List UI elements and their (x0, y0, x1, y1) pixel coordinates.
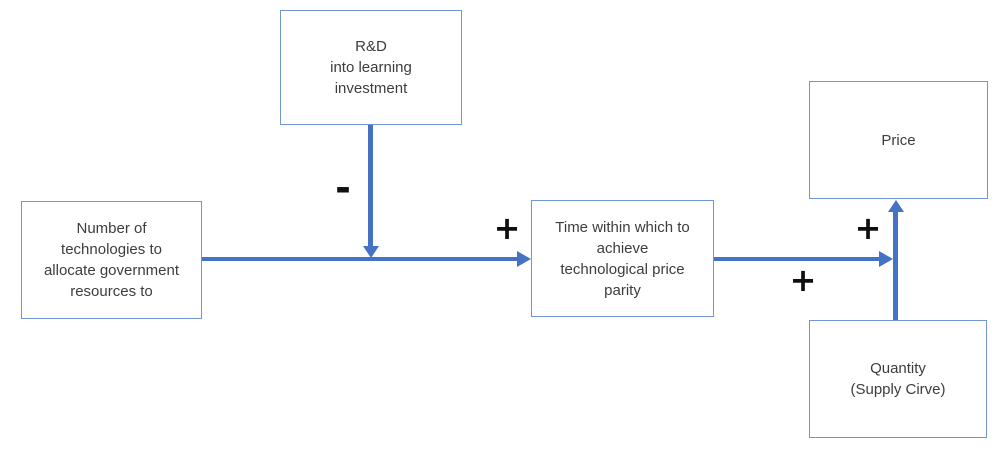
arrow-time-to-price-line (714, 257, 879, 261)
sign-rd-negative: - (335, 166, 351, 210)
node-price: Price (809, 81, 988, 199)
sign-time-to-price-positive: + (789, 261, 817, 299)
node-rd-investment-label: R&D into learning investment (330, 38, 412, 97)
sign-quantity-to-price-positive: + (854, 209, 882, 247)
node-price-label: Price (881, 131, 916, 149)
arrowhead-quantity-to-price (887, 200, 904, 212)
node-time-to-price-parity: Time within which to achieve technologic… (531, 200, 714, 317)
arrowhead-time-to-price (879, 251, 893, 267)
sign-number-to-time-positive: + (493, 209, 521, 247)
node-rd-investment: R&D into learning investment (280, 10, 462, 125)
node-number-of-technologies: Number of technologies to allocate gover… (21, 201, 202, 319)
arrow-quantity-to-price-line (893, 212, 898, 320)
arrowhead-rd-negative (362, 246, 379, 258)
arrow-number-to-time-line (202, 257, 518, 261)
node-quantity-supply-curve: Quantity (Supply Cirve) (809, 320, 987, 438)
arrowhead-number-to-time (517, 251, 531, 267)
node-time-to-price-parity-label: Time within which to achieve technologic… (555, 218, 690, 299)
arrow-rd-negative-line (368, 125, 373, 246)
node-quantity-supply-curve-label: Quantity (Supply Cirve) (850, 360, 946, 398)
node-number-of-technologies-label: Number of technologies to allocate gover… (43, 220, 180, 300)
